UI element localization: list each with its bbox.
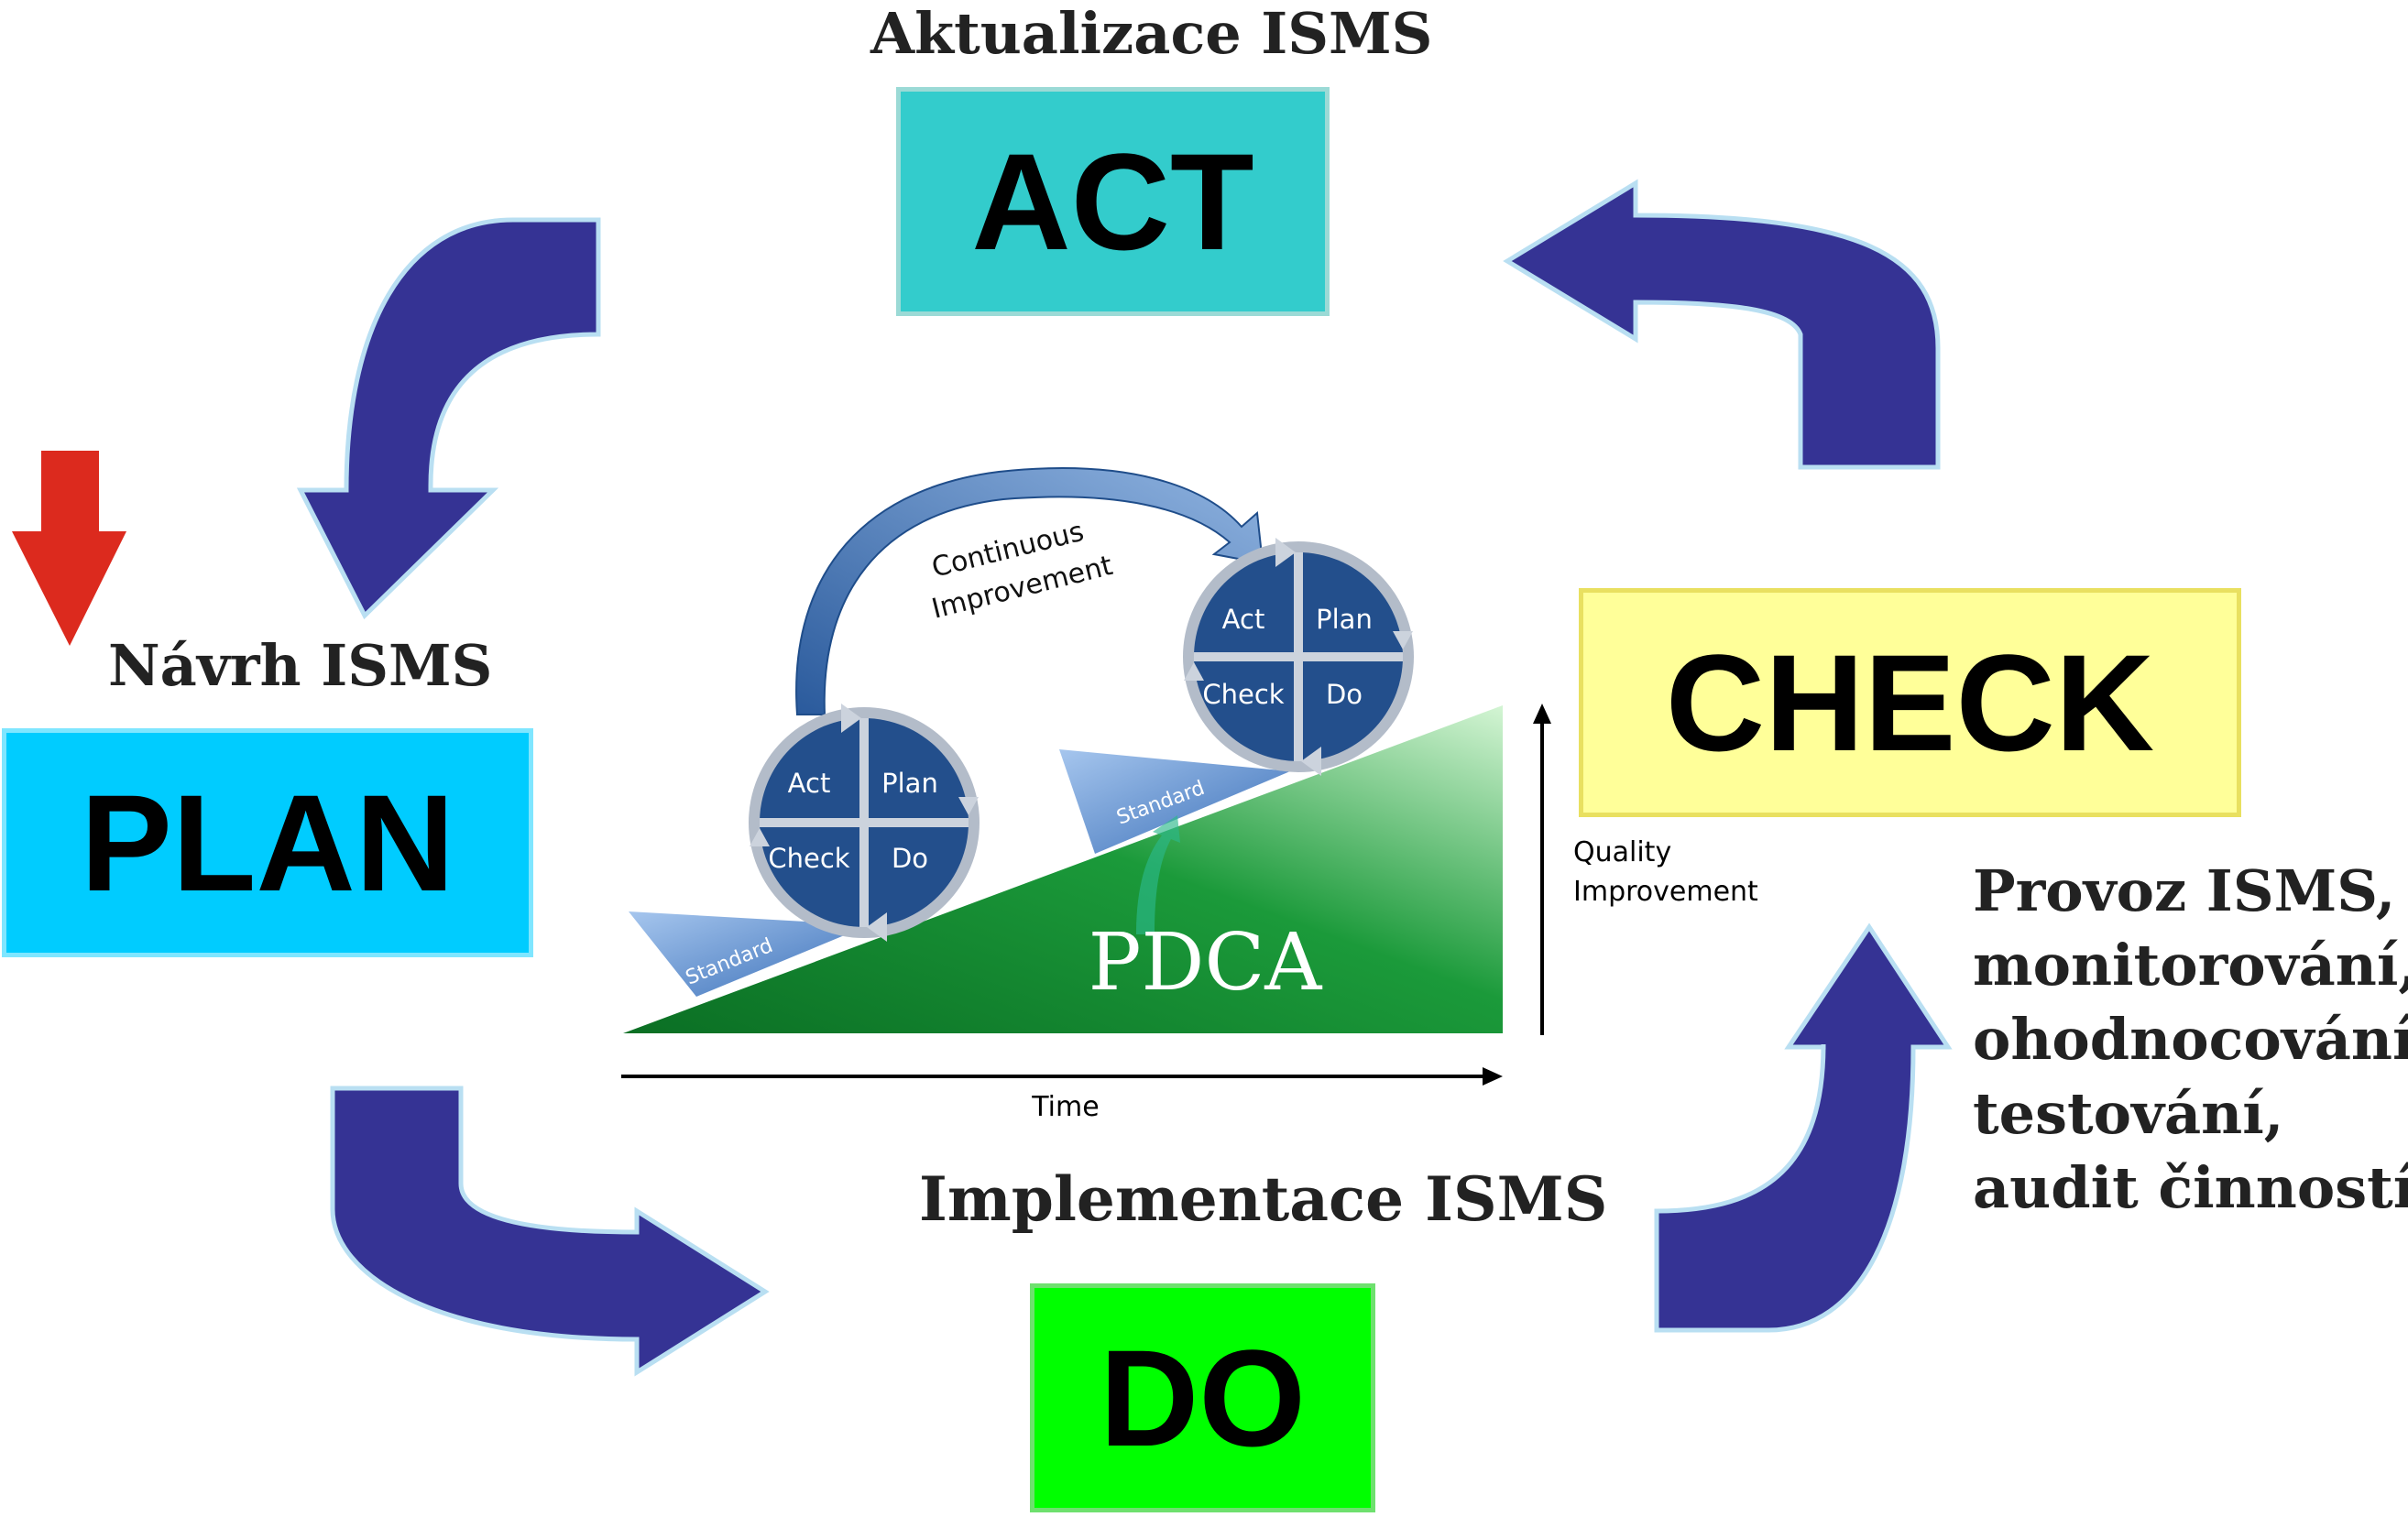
pdca-figure: Act Plan Check Do Act Plan Check Do Stan…: [621, 467, 1758, 1123]
wheel-upper-plan-label: Plan: [1316, 604, 1373, 635]
arrow-do-to-check: [1654, 922, 1953, 1333]
wheel-upper-check-label: Check: [1202, 679, 1284, 710]
time-label: Time: [1031, 1091, 1099, 1123]
do-caption: Implementace ISMS: [919, 1163, 1608, 1235]
check-caption-line: audit činností: [1973, 1154, 2408, 1221]
wheel-upper-act-label: Act: [1222, 604, 1265, 635]
quality-label-line1: Quality: [1573, 836, 1671, 868]
wheel-lower-plan-label: Plan: [881, 768, 938, 799]
act-label: ACT: [971, 124, 1254, 278]
standard-wedge-upper: [1059, 749, 1290, 854]
wheel-lower-do-label: Do: [892, 843, 928, 874]
arrow-act-to-plan: [296, 217, 601, 620]
standard-wedge-lower: [629, 911, 869, 997]
do-box: DO: [1030, 1283, 1375, 1512]
pdca-wheel-lower: [749, 704, 980, 942]
arrow-check-to-act: [1503, 179, 1941, 470]
check-label: CHECK: [1665, 625, 2155, 780]
pdca-title: PDCA: [1089, 917, 1323, 1009]
quality-label-line2: Improvement: [1573, 876, 1758, 908]
arrow-plan-to-do: [330, 1086, 770, 1377]
continuous-improvement-arrow: [795, 467, 1264, 715]
check-box: CHECK: [1579, 588, 2241, 817]
red-down-arrow-icon: [12, 451, 126, 646]
check-caption-line: Provoz ISMS,: [1973, 857, 2396, 924]
plan-box: PLAN: [2, 728, 533, 957]
pdca-wheel-upper: [1183, 538, 1414, 776]
check-caption-line: ohodnocování,: [1973, 1006, 2408, 1073]
act-caption: Aktualizace ISMS: [870, 0, 1433, 67]
plan-label: PLAN: [80, 765, 455, 920]
wheel-lower-act-label: Act: [788, 768, 831, 799]
improvement-ramp: [623, 705, 1503, 1033]
wheel-lower-check-label: Check: [768, 843, 849, 874]
check-caption-line: testování,: [1973, 1080, 2284, 1147]
plan-caption: Návrh ISMS: [108, 632, 493, 699]
act-box: ACT: [896, 87, 1330, 316]
check-caption-line: monitorování,: [1973, 932, 2408, 999]
wheel-upper-do-label: Do: [1326, 679, 1363, 710]
check-caption: Provoz ISMS, monitorování, ohodnocování,…: [1973, 854, 2408, 1225]
do-label: DO: [1100, 1320, 1306, 1475]
